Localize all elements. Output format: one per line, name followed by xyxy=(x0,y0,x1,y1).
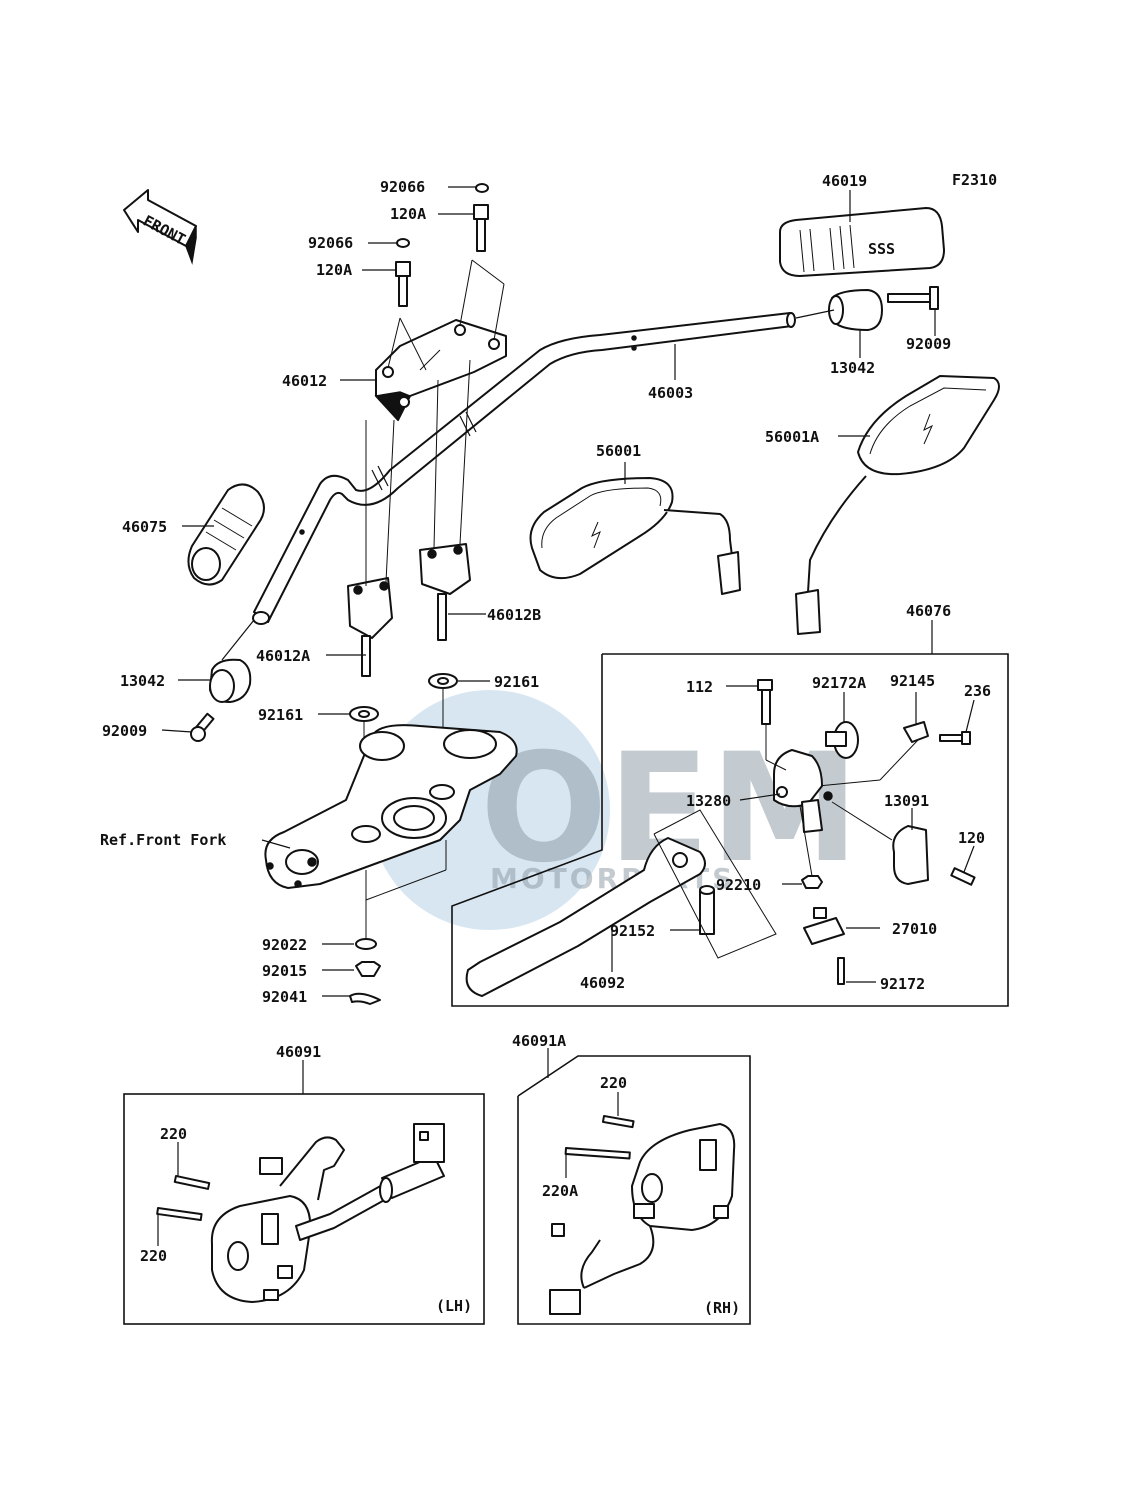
switch-27010 xyxy=(803,907,845,945)
label-46075: 46075 xyxy=(122,518,167,536)
label-46012: 46012 xyxy=(282,372,327,390)
washer-92022 xyxy=(355,938,377,950)
rh-switch-box xyxy=(517,1055,751,1325)
label-27010: 27010 xyxy=(892,920,937,938)
label-92022: 92022 xyxy=(262,936,307,954)
bolt-112 xyxy=(757,679,773,725)
label-220A-rh: 220A xyxy=(542,1182,578,1200)
label-56001A: 56001A xyxy=(765,428,819,446)
label-120: 120 xyxy=(958,829,985,847)
left-bar-end-weight xyxy=(209,658,252,703)
upper-handlebar-clamp xyxy=(374,259,507,422)
upper-triple-clamp xyxy=(264,724,518,889)
left-end-bolt xyxy=(190,712,215,742)
label-92009-left: 92009 xyxy=(102,722,147,740)
label-92210: 92210 xyxy=(716,876,761,894)
lh-switch-housing xyxy=(210,1123,445,1303)
label-220-lh-bottom: 220 xyxy=(140,1247,167,1265)
label-92009-right: 92009 xyxy=(906,335,951,353)
bolt-120 xyxy=(950,867,976,886)
collar-92152 xyxy=(699,885,715,935)
adjuster-92172A xyxy=(825,721,859,759)
screw-92172 xyxy=(837,957,845,985)
label-92172A: 92172A xyxy=(812,674,866,692)
clutch-assembly-box xyxy=(451,653,1009,1007)
label-46091: 46091 xyxy=(276,1043,321,1061)
clamp-13091 xyxy=(892,825,929,885)
right-end-bolt xyxy=(887,286,939,310)
label-46091A: 46091A xyxy=(512,1032,566,1050)
label-92172: 92172 xyxy=(880,975,925,993)
lh-switch-box xyxy=(123,1093,485,1325)
clamp-bolts xyxy=(362,183,489,307)
clutch-lever xyxy=(465,837,706,997)
rh-screws xyxy=(564,1114,635,1160)
pin-92041 xyxy=(349,992,381,1005)
handlebar-tube xyxy=(252,312,796,625)
label-13042-right: 13042 xyxy=(830,359,875,377)
label-92066-second: 92066 xyxy=(308,234,353,252)
label-92145: 92145 xyxy=(890,672,935,690)
label-92152: 92152 xyxy=(610,922,655,940)
label-46076: 46076 xyxy=(906,602,951,620)
label-236: 236 xyxy=(964,682,991,700)
label-lh: (LH) xyxy=(436,1297,472,1315)
label-120A-second: 120A xyxy=(316,261,352,279)
label-46012A: 46012A xyxy=(256,647,310,665)
spring-92145 xyxy=(903,721,929,743)
nut-92015 xyxy=(355,961,381,977)
right-bar-end-weight xyxy=(828,289,883,331)
label-46003: 46003 xyxy=(648,384,693,402)
label-92015: 92015 xyxy=(262,962,307,980)
label-13280: 13280 xyxy=(686,792,731,810)
screw-236 xyxy=(939,731,971,745)
label-112: 112 xyxy=(686,678,713,696)
label-46019: 46019 xyxy=(822,172,867,190)
label-rh: (RH) xyxy=(704,1299,740,1317)
lh-screws xyxy=(156,1175,211,1222)
label-13042-left: 13042 xyxy=(120,672,165,690)
front-arrow-icon: FRONT xyxy=(123,189,197,265)
svg-text:SSS: SSS xyxy=(868,240,895,258)
right-grip: SSS xyxy=(779,207,945,277)
label-ref-front-fork: Ref.Front Fork xyxy=(100,831,226,849)
rh-switch-housing xyxy=(549,1123,736,1315)
label-92161-right: 92161 xyxy=(494,673,539,691)
label-120A-top: 120A xyxy=(390,205,426,223)
label-92041: 92041 xyxy=(262,988,307,1006)
lever-holder-13280 xyxy=(773,749,833,833)
label-92161-left: 92161 xyxy=(258,706,303,724)
label-220-lh-top: 220 xyxy=(160,1125,187,1143)
left-grip xyxy=(187,483,265,586)
label-13091: 13091 xyxy=(884,792,929,810)
label-92066-top: 92066 xyxy=(380,178,425,196)
right-mirror xyxy=(795,375,1000,635)
left-mirror xyxy=(529,477,741,595)
label-56001: 56001 xyxy=(596,442,641,460)
lower-holder-left xyxy=(347,577,393,677)
diagram-code: F2310 xyxy=(952,171,997,189)
lower-holder-right xyxy=(419,543,471,641)
nut-92210 xyxy=(801,875,823,889)
label-220-rh: 220 xyxy=(600,1074,627,1092)
label-46092: 46092 xyxy=(580,974,625,992)
label-46012B: 46012B xyxy=(487,606,541,624)
